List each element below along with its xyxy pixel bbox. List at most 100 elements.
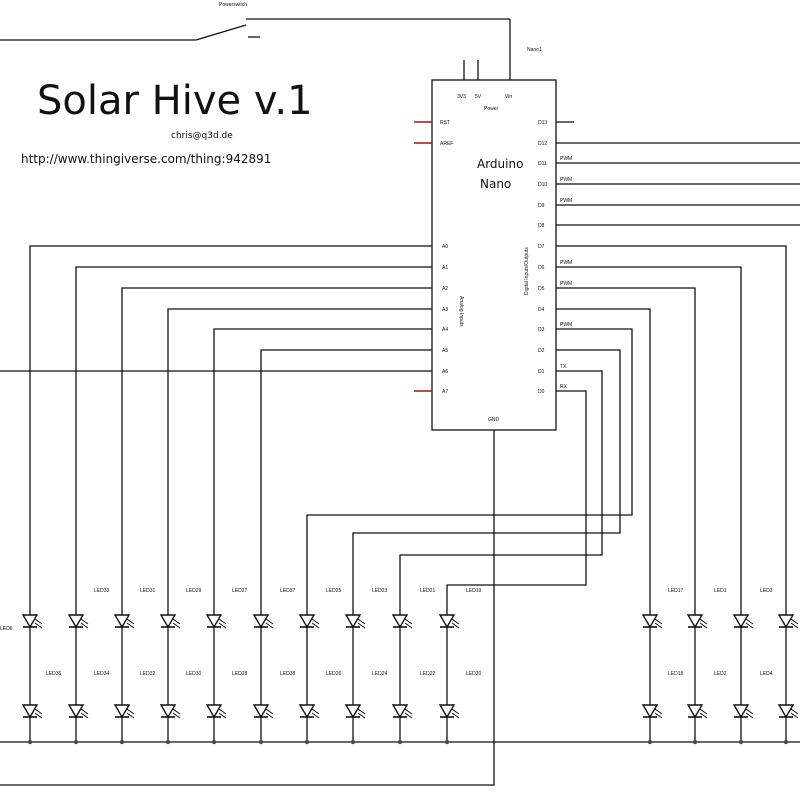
led-lower xyxy=(113,704,135,719)
led-lower xyxy=(641,704,663,719)
led-label-led3: LED3 xyxy=(760,588,773,594)
bus-junction xyxy=(27,739,33,745)
analog-pin-label-a2: A2 xyxy=(442,286,448,292)
led-label-led28: LED28 xyxy=(232,671,248,677)
bus-junction xyxy=(350,739,356,745)
pwm-tag: PWM xyxy=(560,322,572,328)
wire-a0 xyxy=(29,245,432,615)
wire-a2 xyxy=(121,287,432,615)
led-label-led36: LED36 xyxy=(46,671,62,677)
led-label-led6: LED6 xyxy=(0,626,13,632)
led-upper xyxy=(252,614,274,629)
led-label-led27: LED27 xyxy=(232,588,248,594)
bus-junction xyxy=(119,739,125,745)
digital-group-label: Digital Inputs/Outputs xyxy=(524,247,530,295)
led-upper xyxy=(21,614,43,629)
wire-a1 xyxy=(75,266,432,615)
bus-junction xyxy=(738,739,744,745)
wire-a4 xyxy=(213,328,432,615)
led-lower xyxy=(686,704,708,719)
led-label-led30: LED30 xyxy=(186,671,202,677)
led-lower xyxy=(732,704,754,719)
led-label-led29: LED29 xyxy=(186,588,202,594)
power-group-label: Power xyxy=(484,106,499,112)
digital-pin-label-d2: D2 xyxy=(538,348,545,354)
digital-pin-labels: D13D12D11PWMD10PWMD9PWMD8D7D6PWMD5PWMD4D… xyxy=(538,120,572,395)
led-label-led24: LED24 xyxy=(372,671,388,677)
wire-a5 xyxy=(260,349,432,615)
digital-pin-label-d8: D8 xyxy=(538,223,545,229)
digital-pin-label-d9: D9 xyxy=(538,203,545,209)
author-email: chris@q3d.de xyxy=(171,131,233,141)
wire-d0 xyxy=(446,390,587,615)
bus-junction xyxy=(647,739,653,745)
led-lower xyxy=(252,704,274,719)
led-label-led18: LED18 xyxy=(668,671,684,677)
led-upper xyxy=(113,614,135,629)
led-label-led20: LED20 xyxy=(466,671,482,677)
led-label-led31: LED31 xyxy=(140,588,156,594)
bus-junction xyxy=(165,739,171,745)
led-label-led37: LED37 xyxy=(280,588,296,594)
power-pin-label-3v3: 3V3 xyxy=(457,94,466,100)
led-lower xyxy=(21,704,43,719)
led-upper xyxy=(438,614,460,629)
bus-junction xyxy=(73,739,79,745)
digital-pin-label-d13: D13 xyxy=(538,120,547,126)
analog-pin-label-a3: A3 xyxy=(442,307,448,313)
pin-label-aref: AREF xyxy=(440,141,453,147)
analog-pin-label-a7: A7 xyxy=(442,389,448,395)
led-upper xyxy=(205,614,227,629)
led-lower xyxy=(67,704,89,719)
bus-junction xyxy=(444,739,450,745)
analog-pin-label-a6: A6 xyxy=(442,369,448,375)
led-label-led34: LED34 xyxy=(94,671,110,677)
pwm-tag: PWM xyxy=(560,177,572,183)
digital-pin-label-d1: D1 xyxy=(538,369,545,375)
led-lower xyxy=(205,704,227,719)
led-label-led2: LED2 xyxy=(714,671,727,677)
wire-d5 xyxy=(556,287,696,615)
led-lower xyxy=(777,704,799,719)
chip-body xyxy=(431,79,557,431)
led-label-led23: LED23 xyxy=(372,588,388,594)
power-switch: Powerswitch xyxy=(0,2,511,80)
bus-junction xyxy=(692,739,698,745)
digital-pin-label-d4: D4 xyxy=(538,307,545,313)
wire-d1 xyxy=(399,370,603,615)
pwm-tag: PWM xyxy=(560,281,572,287)
digital-pin-label-d7: D7 xyxy=(538,244,545,250)
led-upper xyxy=(686,614,708,629)
led-lower xyxy=(438,704,460,719)
led-upper xyxy=(391,614,413,629)
bus-junction xyxy=(397,739,403,745)
power-pin-label-5v: 5V xyxy=(475,94,482,100)
led-lower xyxy=(344,704,366,719)
analog-pin-label-a0: A0 xyxy=(442,244,448,250)
digital-pin-label-d12: D12 xyxy=(538,141,547,147)
board-ref-label: Nano1 xyxy=(527,47,542,53)
led-label-led19: LED19 xyxy=(466,588,482,594)
digital-pin-label-d5: D5 xyxy=(538,286,545,292)
digital-pin-label-d6: D6 xyxy=(538,265,545,271)
led-label-led22: LED22 xyxy=(420,671,436,677)
led-upper xyxy=(298,614,320,629)
pwm-tag: PWM xyxy=(560,198,572,204)
wire-d6 xyxy=(556,266,742,615)
digital-pin-label-d10: D10 xyxy=(538,182,547,188)
led-label-led4: LED4 xyxy=(760,671,773,677)
wire-d2 xyxy=(352,349,621,615)
led-label-led17: LED17 xyxy=(668,588,684,594)
chip-name-line1: Arduino xyxy=(477,157,523,171)
led-lower xyxy=(159,704,181,719)
bus-junction xyxy=(211,739,217,745)
schematic-title: Solar Hive v.1 xyxy=(37,78,313,124)
power-switch-label: Powerswitch xyxy=(219,2,247,8)
wire-a3 xyxy=(167,308,432,615)
led-upper xyxy=(159,614,181,629)
tx-tag: TX xyxy=(560,364,567,370)
digital-pin-label-d3: D3 xyxy=(538,327,545,333)
